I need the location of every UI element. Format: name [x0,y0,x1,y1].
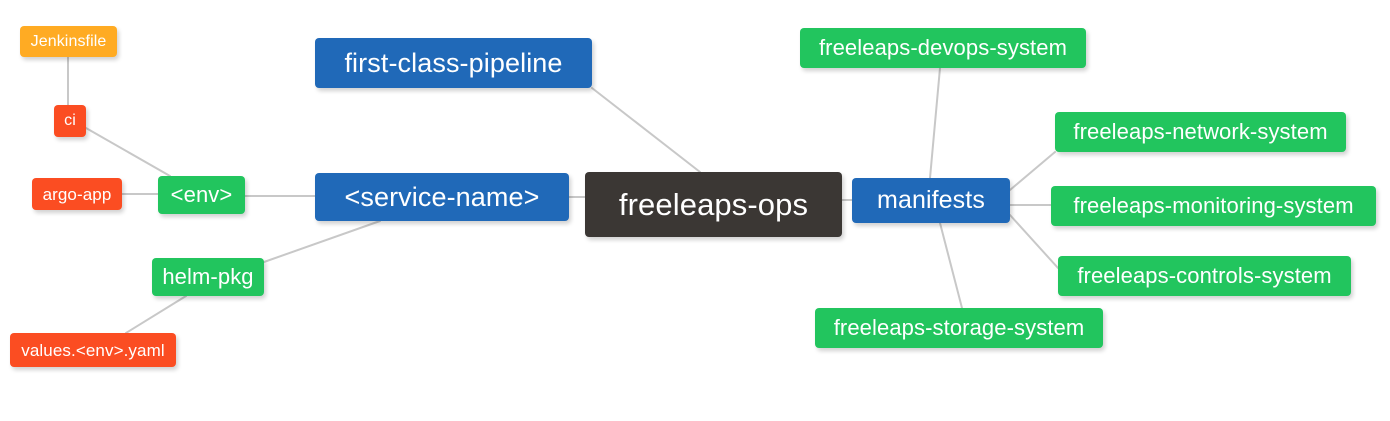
edge [929,67,941,179]
node-freeleaps-devops-system[interactable]: freeleaps-devops-system [800,28,1086,68]
edge [125,295,187,334]
node-freeleaps-storage-system[interactable]: freeleaps-storage-system [815,308,1103,348]
edge [85,127,171,177]
node-jenkinsfile[interactable]: Jenkinsfile [20,26,117,57]
node-freeleaps-ops[interactable]: freeleaps-ops [585,172,842,237]
node-ci[interactable]: ci [54,105,86,137]
node-service-name[interactable]: <service-name> [315,173,569,221]
edge [1009,151,1056,191]
edge [939,222,963,309]
edge [591,87,701,173]
node-freeleaps-network-system[interactable]: freeleaps-network-system [1055,112,1346,152]
node-argo-app[interactable]: argo-app [32,178,122,210]
edge [263,220,381,263]
node-first-class-pipeline[interactable]: first-class-pipeline [315,38,592,88]
node-freeleaps-monitoring-system[interactable]: freeleaps-monitoring-system [1051,186,1376,226]
node-manifests[interactable]: manifests [852,178,1010,223]
node-env[interactable]: <env> [158,176,245,214]
node-helm-pkg[interactable]: helm-pkg [152,258,264,296]
node-freeleaps-controls-system[interactable]: freeleaps-controls-system [1058,256,1351,296]
node-values-env-yaml[interactable]: values.<env>.yaml [10,333,176,367]
